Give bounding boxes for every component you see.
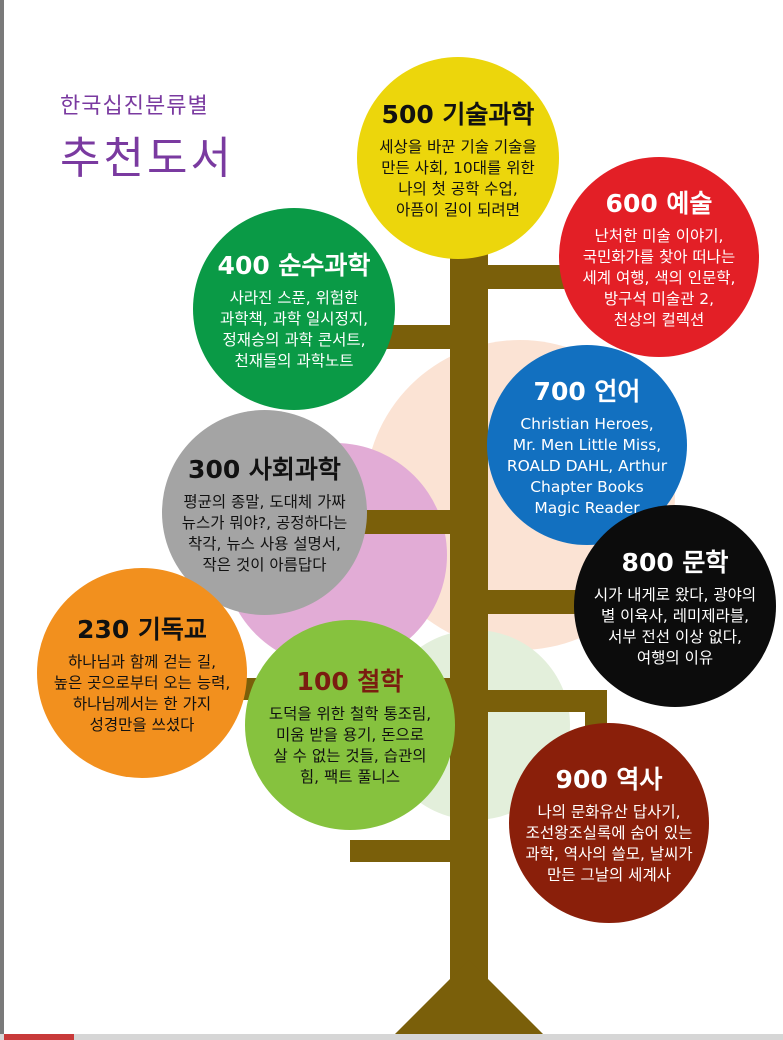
category-500-books: 세상을 바꾼 기술 기술을 만든 사회, 10대를 위한 나의 첫 공학 수업,… (379, 138, 537, 219)
category-700-circle: 700 언어 Christian Heroes, Mr. Men Little … (487, 345, 687, 545)
category-100-books: 도덕을 위한 철학 통조림, 미움 받을 용기, 돈으로 살 수 없는 것들, … (268, 705, 432, 786)
category-300-circle: 300 사회과학 평균의 종말, 도대체 가짜 뉴스가 뭐야?, 공정하다는 착… (162, 410, 367, 615)
page-bottom-bar (0, 1034, 783, 1040)
category-300-books: 평균의 종말, 도대체 가짜 뉴스가 뭐야?, 공정하다는 착각, 뉴스 사용 … (181, 492, 348, 574)
category-400-circle: 400 순수과학 사라진 스푼, 위험한 과학책, 과학 일시정지, 정재승의 … (193, 208, 395, 410)
category-700-title: 700 언어 (533, 376, 641, 406)
category-900-books: 나의 문화유산 답사기, 조선왕조실록에 숨어 있는 과학, 역사의 쓸모, 날… (525, 803, 693, 884)
branch-100 (350, 840, 455, 862)
page-bottom-accent (4, 1034, 74, 1040)
tree-trunk (450, 225, 488, 985)
category-800-circle: 800 문학 시가 내게로 왔다, 광야의 별 이육사, 레미제라블, 서부 전… (574, 505, 776, 707)
category-900-circle: 900 역사 나의 문화유산 답사기, 조선왕조실록에 숨어 있는 과학, 역사… (509, 723, 709, 923)
category-500-circle: 500 기술과학 세상을 바꾼 기술 기술을 만든 사회, 10대를 위한 나의… (357, 57, 559, 259)
branch-600 (485, 265, 565, 289)
category-230-books: 하나님과 함께 걷는 길, 높은 곳으로부터 오는 능력, 하나님께서는 한 가… (53, 653, 231, 734)
category-300-title: 300 사회과학 (188, 454, 341, 484)
category-600-circle: 600 예술 난처한 미술 이야기, 국민화가를 찾아 떠나는 세계 여행, 색… (559, 157, 759, 357)
page-left-border (0, 0, 4, 1040)
category-230-circle: 230 기독교 하나님과 함께 걷는 길, 높은 곳으로부터 오는 능력, 하나… (37, 568, 247, 778)
header-title: 추천도서 (60, 133, 234, 184)
category-500-title: 500 기술과학 (381, 100, 535, 129)
tree-base (395, 960, 543, 1034)
category-400-books: 사라진 스푼, 위험한 과학책, 과학 일시정지, 정재승의 과학 콘서트, 천… (219, 289, 369, 370)
category-700-books: Christian Heroes, Mr. Men Little Miss, R… (506, 414, 668, 517)
category-800-books: 시가 내게로 왔다, 광야의 별 이육사, 레미제라블, 서부 전선 이상 없다… (593, 586, 757, 667)
header-subtitle: 한국십진분류별 (60, 94, 209, 119)
category-100-title: 100 철학 (296, 667, 404, 696)
category-400-title: 400 순수과학 (217, 251, 371, 280)
category-600-title: 600 예술 (605, 188, 713, 218)
category-230-title: 230 기독교 (77, 615, 207, 644)
branch-800 (485, 590, 585, 614)
category-600-books: 난처한 미술 이야기, 국민화가를 찾아 떠나는 세계 여행, 색의 인문학, … (582, 226, 736, 329)
category-800-title: 800 문학 (621, 548, 729, 577)
branch-900 (485, 690, 607, 712)
category-900-title: 900 역사 (555, 765, 663, 794)
header: 한국십진분류별 추천도서 (60, 88, 234, 186)
category-100-circle: 100 철학 도덕을 위한 철학 통조림, 미움 받을 용기, 돈으로 살 수 … (245, 620, 455, 830)
